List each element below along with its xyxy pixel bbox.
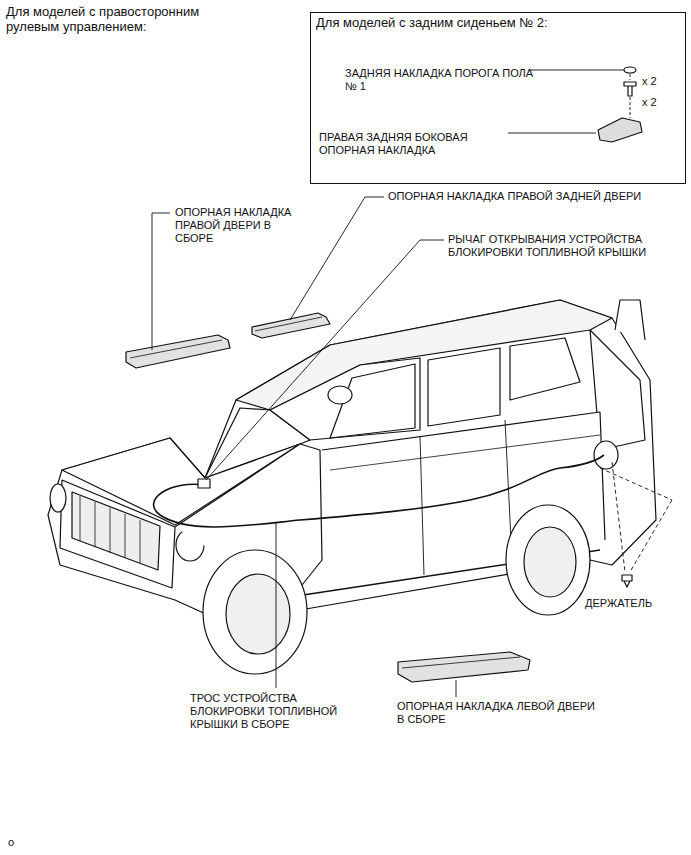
part-name: РЫЧАГ ОТКРЫВАНИЯ УСТРОЙСТВА БЛОКИРОВКИ Т… [448,233,684,259]
leader-lines [152,197,456,697]
part-name: ОПОРНАЯ НАКЛАДКА ПРАВОЙ ЗАДНЕЙ ДВЕРИ [388,190,650,203]
part-name: ОПОРНАЯ НАКЛАДКА ЛЕВОЙ ДВЕРИ В СБОРЕ [397,700,597,726]
part-name: ТРОС УСТРОЙСТВА БЛОКИРОВКИ ТОПЛИВНОЙ КРЫ… [190,692,360,731]
page-mark: o [8,836,28,849]
section-heading: Для моделей с правосторонним рулевым упр… [6,4,221,34]
section-heading: Для моделей с задним сиденьем № 2: [316,15,616,30]
variant-box: Для моделей с задним сиденьем № 2: ЗАДНЯЯ… [310,12,686,184]
fuel-lid-cable [154,455,672,587]
quantity: x 2 [642,96,682,109]
quantity: x 2 [642,75,682,88]
part-name: ЗАДНЯЯ НАКЛАДКА ПОРОГА ПОЛА № 1 [345,67,545,93]
part-name: ДЕРЖАТЕЛЬ [585,597,685,610]
part-name: ПРАВАЯ ЗАДНЯЯ БОКОВАЯ ОПОРНАЯ НАКЛАДКА [319,131,509,157]
part-name: ОПОРНАЯ НАКЛАДКА ПРАВОЙ ДВЕРИ В СБОРЕ [175,206,293,245]
car-body [48,300,656,674]
